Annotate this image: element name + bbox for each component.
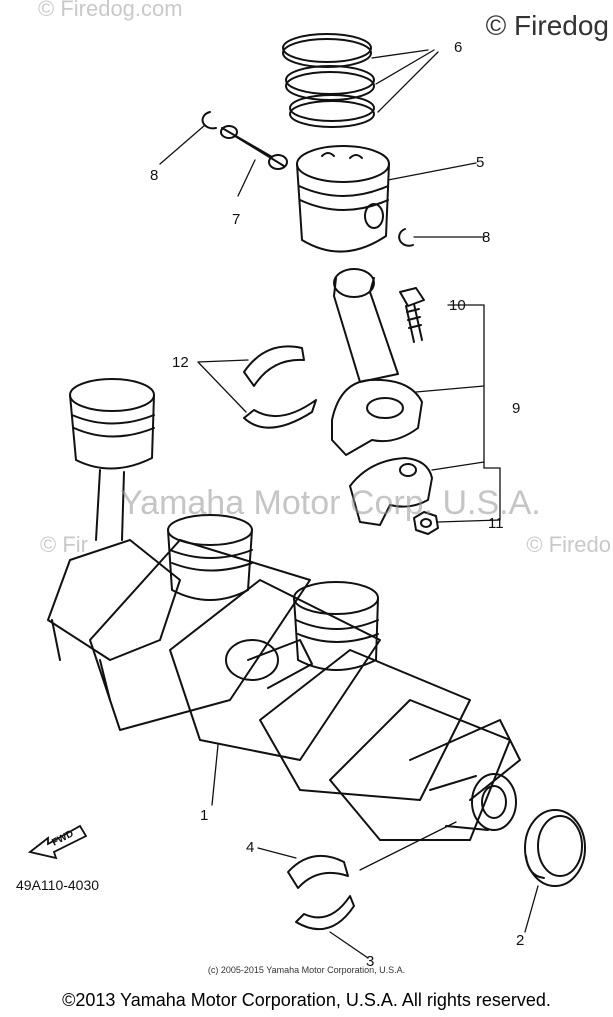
callout-7: 7 [232,211,240,228]
footer-copyright: ©2013 Yamaha Motor Corporation, U.S.A. A… [62,990,551,1010]
watermark-top-right: © Firedog [485,10,609,41]
crankshaft [47,539,521,841]
circlip-lower [398,228,414,247]
watermark-center: Yamaha Motor Corp. U.S.A. [120,484,541,522]
watermark-top-left: © Firedog.com [38,0,183,21]
oil-seal [524,809,586,887]
forward-arrow-icon: FWD [27,824,88,860]
rod-cap [349,457,433,526]
callout-10: 10 [449,297,466,314]
callout-5: 5 [476,154,484,171]
rod-nut [413,511,439,535]
callout-8-lower: 8 [482,229,490,246]
rod-bolt [399,287,425,343]
watermark-mid-left: © Fir [40,532,88,557]
callout-8-upper: 8 [150,167,158,184]
rod-bearings [243,345,317,429]
assembled-piston-middle [167,514,253,601]
callout-4: 4 [246,839,254,856]
callout-1: 1 [200,807,208,824]
callout-11: 11 [488,515,504,532]
circlip-upper [201,111,217,130]
leader-lines [159,49,539,959]
callout-2: 2 [516,932,524,949]
callout-3: 3 [366,953,374,970]
main-bearings [287,855,355,931]
watermark-mid-right: © Firedo [526,532,611,557]
assembled-piston-right [293,581,379,671]
piston-rings [282,33,375,128]
part-code: 49A110-4030 [16,877,100,893]
connecting-rod [331,268,423,456]
piston-pin [220,125,288,170]
piston [296,145,390,253]
assembled-piston-left [69,378,155,541]
callout-12: 12 [172,354,189,371]
callout-6: 6 [454,39,462,56]
callout-9: 9 [512,400,520,417]
small-copyright: (c) 2005-2015 Yamaha Motor Corporation, … [207,965,406,975]
